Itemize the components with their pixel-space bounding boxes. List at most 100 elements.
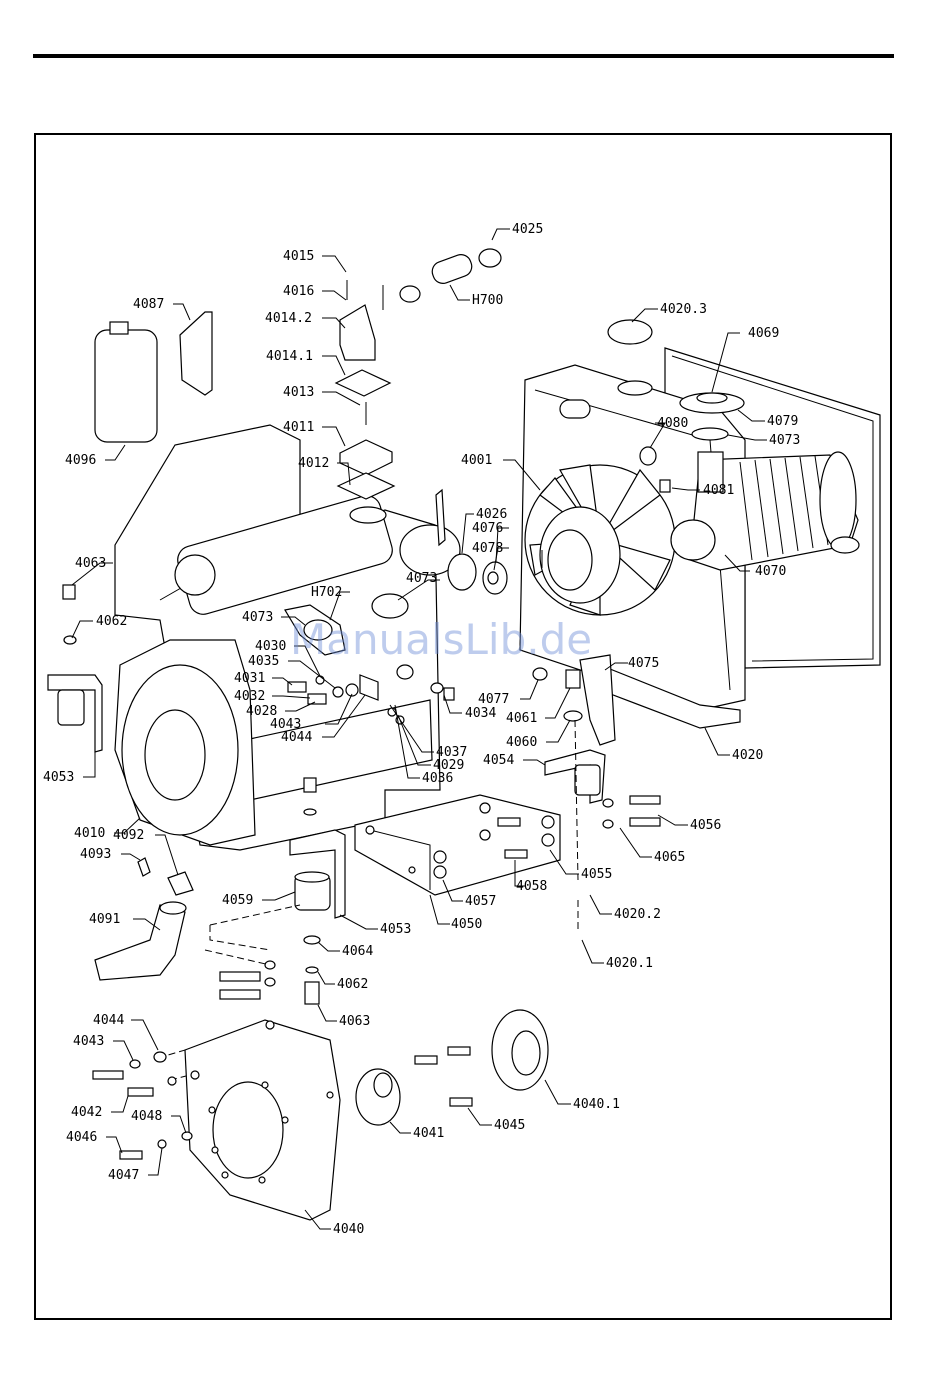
part-label: 4061: [506, 711, 537, 726]
part-label: 4063: [339, 1014, 370, 1029]
hose-elbow: [670, 519, 716, 561]
clamp-4073-b: [303, 619, 333, 641]
part-label: 4013: [283, 385, 314, 400]
part-label: 4062: [96, 614, 127, 629]
support-4075: [579, 654, 616, 746]
washer-lower-b: [264, 977, 276, 987]
mount-bracket-left: [47, 674, 103, 753]
plate-bore: [212, 1081, 284, 1179]
part-labels: 4025 4015 H700 4016 4014.2 4087 4020.3 4…: [43, 222, 800, 1237]
leader-lines: [71, 228, 767, 1230]
part-label: H700: [472, 293, 503, 308]
part-label: 4011: [283, 420, 314, 435]
cap-4020-3: [607, 319, 653, 345]
pipe-4091: [94, 904, 186, 981]
part-label: 4001: [461, 453, 492, 468]
part-label: 4020: [732, 748, 763, 763]
gasket-4014-1: [334, 369, 392, 397]
gasket-4012: [336, 472, 396, 500]
bolt-4045-a: [414, 1055, 438, 1065]
part-label: 4060: [506, 735, 537, 750]
part-label: 4030: [255, 639, 286, 654]
pipe-4091-end: [159, 901, 187, 915]
part-label: 4020.3: [660, 302, 707, 317]
pulley-4026: [447, 553, 477, 591]
part-label: 4059: [222, 893, 253, 908]
part-label: 4075: [628, 656, 659, 671]
frame-edge: [369, 829, 431, 890]
spacer-bore: [487, 571, 499, 585]
part-label: 4036: [422, 771, 453, 786]
cam-cover: [174, 554, 216, 596]
part-label: 4064: [342, 944, 373, 959]
part-label: 4012: [298, 456, 329, 471]
thermostat-housing: [339, 304, 376, 361]
part-label: 4014.2: [265, 311, 312, 326]
fitting-4093: [137, 857, 151, 877]
bolt-4045-c: [449, 1097, 473, 1107]
part-label: 4034: [465, 706, 496, 721]
part-label: 4040.1: [573, 1097, 620, 1112]
part-label: 4050: [451, 917, 482, 932]
part-label: 4077: [478, 692, 509, 707]
cap-4079-top: [696, 392, 728, 404]
part-label: 4046: [66, 1130, 97, 1145]
belt-guard: [435, 488, 446, 547]
part-label: 4073: [242, 610, 273, 625]
parts-drawing: [47, 248, 881, 1221]
bracket-4087: [179, 311, 213, 396]
clamp-upper: [399, 285, 421, 303]
part-label: 4015: [283, 249, 314, 264]
part-label: 4057: [465, 894, 496, 909]
part-label: 4042: [71, 1105, 102, 1120]
part-label: 4079: [767, 414, 798, 429]
part-label: 4016: [283, 284, 314, 299]
tank-4096: [94, 329, 158, 443]
plate-fasteners: [92, 1051, 200, 1160]
frame-bolts: [497, 795, 661, 859]
washer-lower-a: [264, 960, 276, 970]
part-label: 4044: [93, 1013, 124, 1028]
part-label: 4048: [131, 1109, 162, 1124]
part-label: 4092: [113, 828, 144, 843]
washer-4064: [303, 935, 321, 945]
part-label: 4073: [769, 433, 800, 448]
part-label: 4020.1: [606, 956, 653, 971]
part-label: 4043: [270, 717, 301, 732]
seal-panel-inner: [671, 355, 874, 662]
part-label: H702: [311, 585, 342, 600]
part-label: 4091: [89, 912, 120, 927]
part-label: 4041: [413, 1126, 444, 1141]
part-label: 4047: [108, 1168, 139, 1183]
part-label: 4062: [337, 977, 368, 992]
part-label: 4053: [380, 922, 411, 937]
flywheel-bore: [144, 709, 206, 801]
part-label: 4010: [74, 826, 105, 841]
part-label: 4054: [483, 753, 514, 768]
radiator-pipe: [559, 399, 591, 419]
part-label: 4058: [516, 879, 547, 894]
part-label: 4093: [80, 847, 111, 862]
mount-rubber-right: [574, 764, 601, 796]
diagram-frame: [34, 133, 892, 1320]
fitting-4092: [167, 871, 194, 896]
part-label: 4025: [512, 222, 543, 237]
clamp-4025: [478, 248, 502, 268]
flange-bore: [511, 1030, 541, 1076]
part-label: 4063: [75, 556, 106, 571]
part-label: 4020.2: [614, 907, 661, 922]
part-label: 4065: [654, 850, 685, 865]
hose-inlet: [697, 451, 724, 493]
top-rule: [33, 54, 894, 58]
clamp-4073: [691, 427, 729, 441]
part-label: 4069: [748, 326, 779, 341]
bolt-4045-b: [447, 1046, 471, 1056]
part-label: 4076: [472, 521, 503, 536]
part-label: 4081: [703, 483, 734, 498]
part-label: 4032: [234, 689, 265, 704]
part-label: 4055: [581, 867, 612, 882]
bolt-lower-a: [219, 971, 261, 982]
part-label: 4040: [333, 1222, 364, 1237]
bracket-4053-lower: [289, 829, 346, 919]
